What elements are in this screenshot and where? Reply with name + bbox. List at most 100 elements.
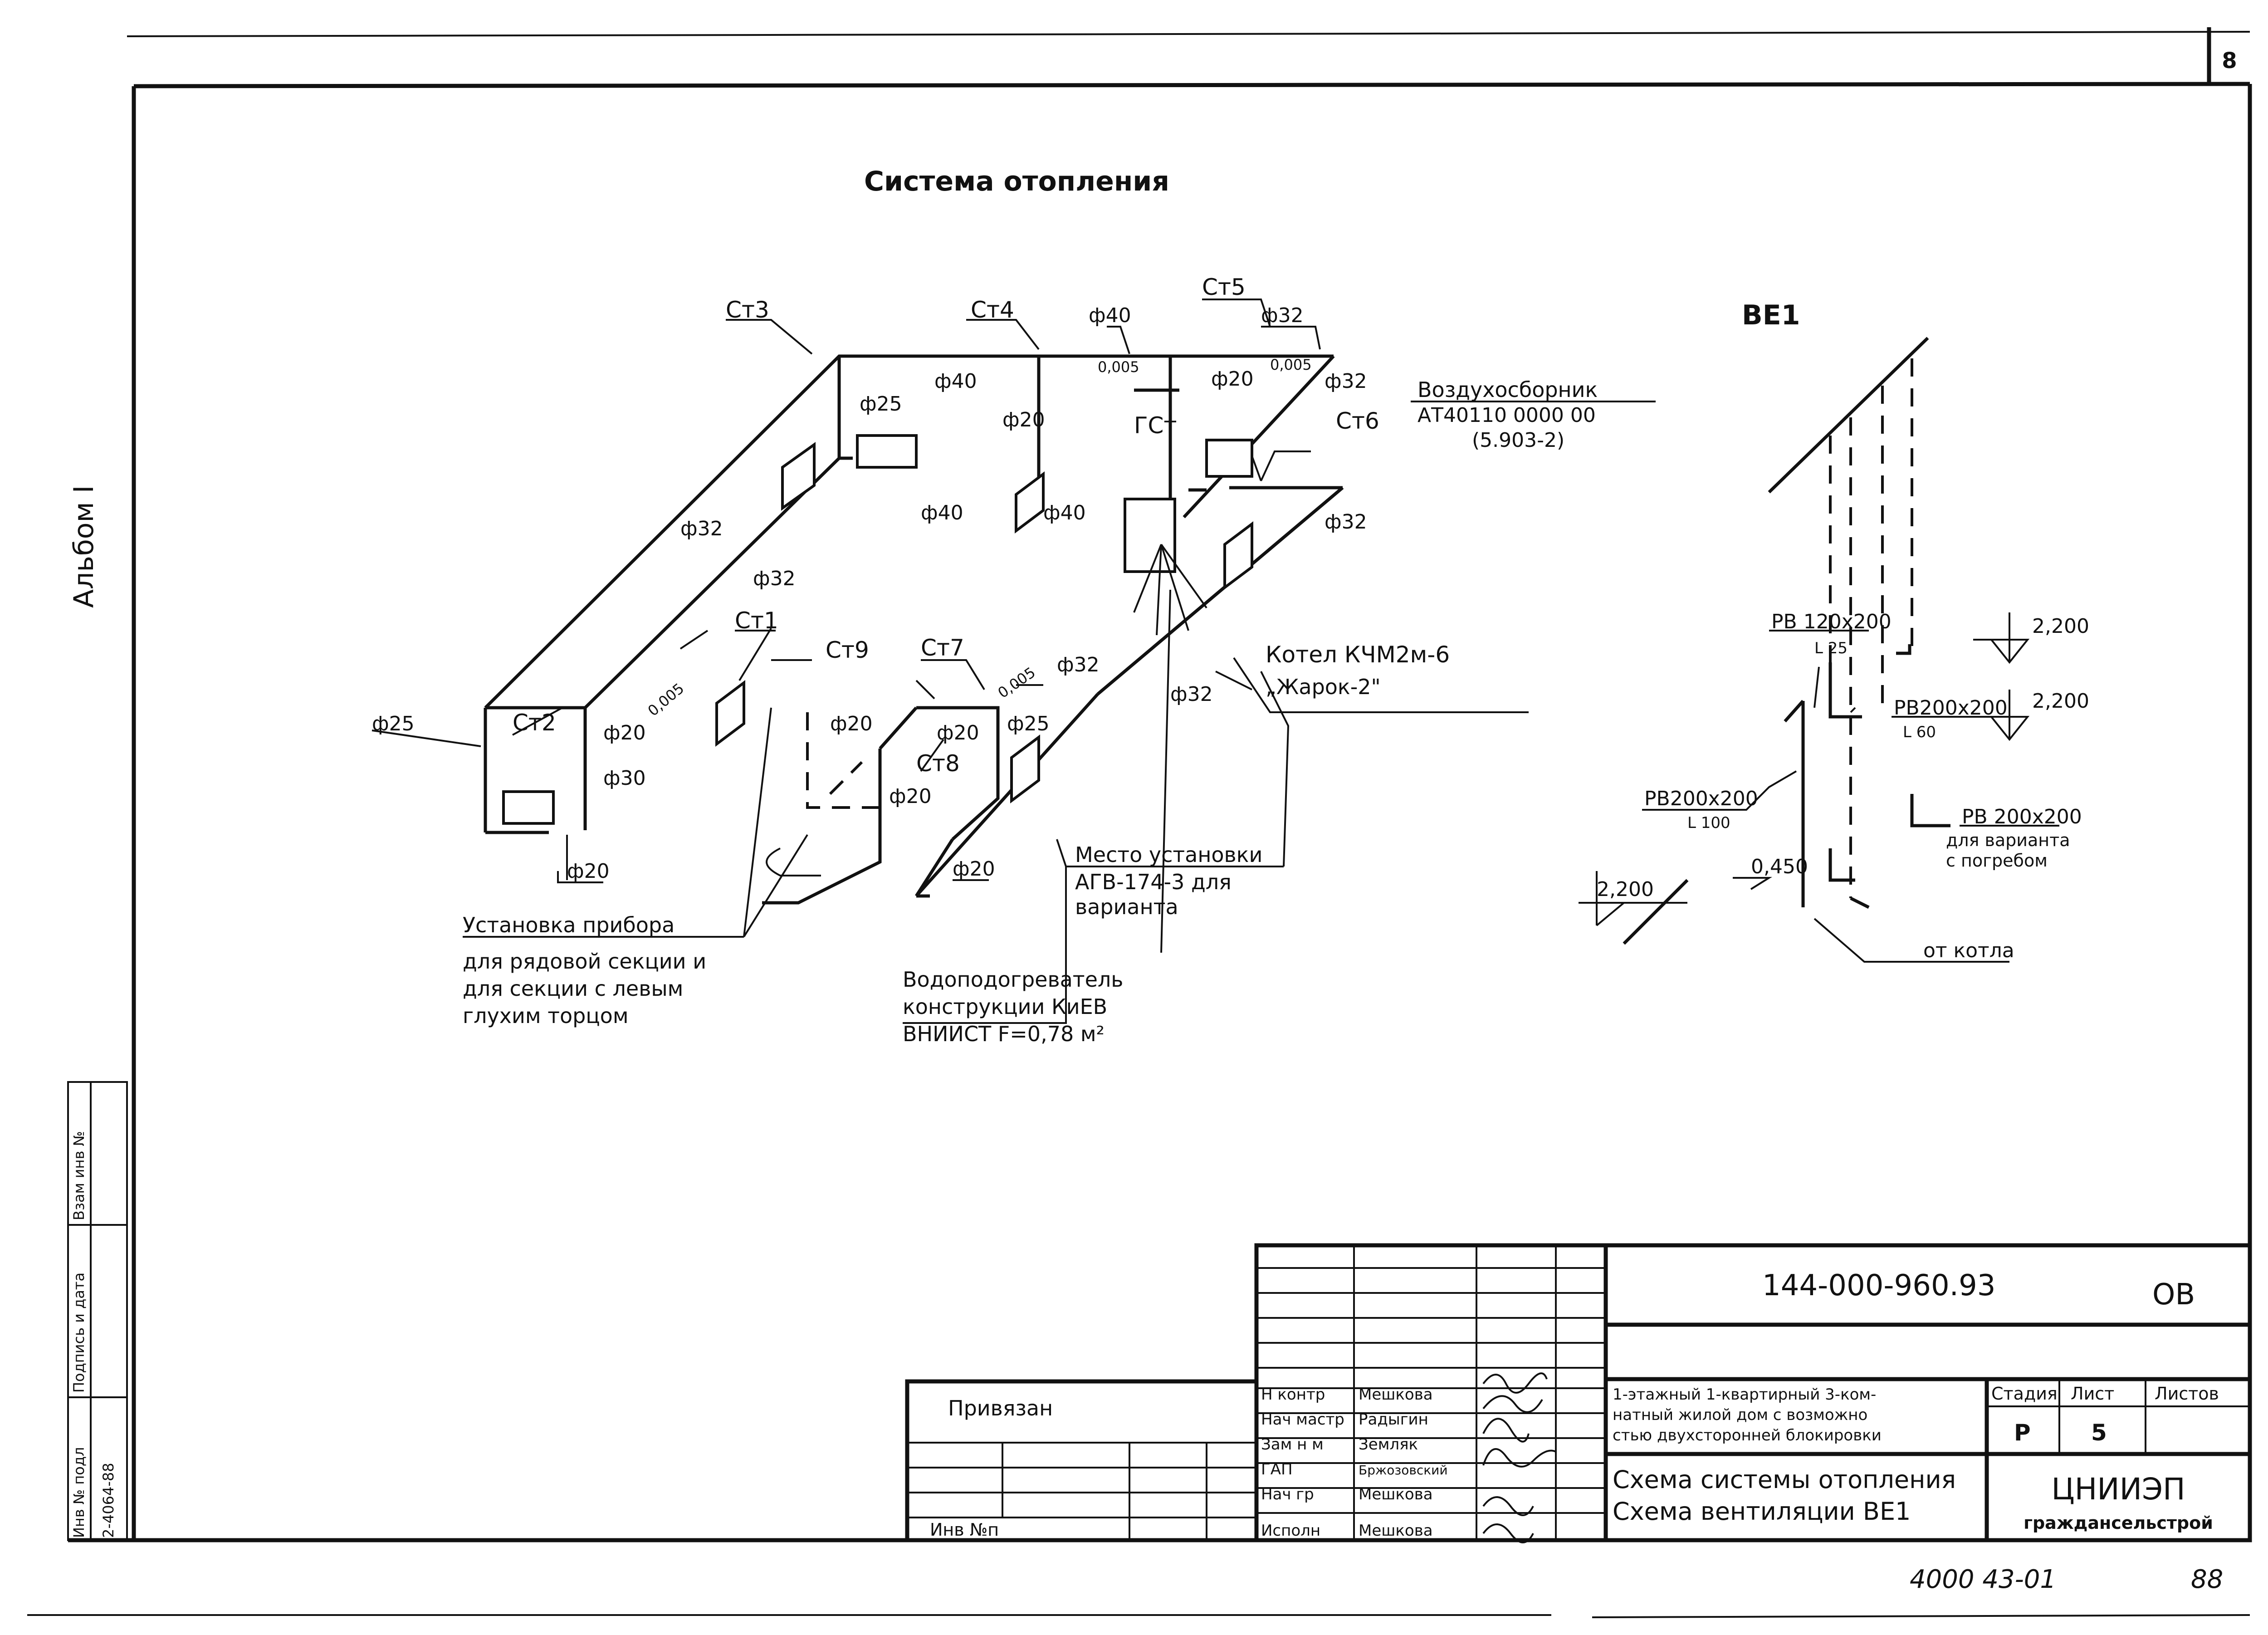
device-label-3: для секции с левым xyxy=(463,976,683,1001)
label-d32-a: ф32 xyxy=(1261,304,1304,327)
margin-replaced: Взам инв № xyxy=(70,1131,88,1220)
vent-rv3-l: L 100 xyxy=(1687,814,1730,832)
label-d32-e: ф32 xyxy=(753,567,796,590)
air-collector-label: Воздухосборник xyxy=(1418,377,1598,402)
air-collector xyxy=(1205,439,1253,478)
role-4: ГАП xyxy=(1261,1460,1293,1478)
label-d20-e: ф20 xyxy=(937,721,979,744)
label-d32-b: ф32 xyxy=(1325,370,1367,393)
vent-rv4-note-2: с погребом xyxy=(1946,851,2048,871)
role-2: Нач мастр xyxy=(1261,1410,1344,1429)
device-label-2: для рядовой секции и xyxy=(463,949,706,974)
vent-rv2-l: L 60 xyxy=(1903,723,1936,741)
vent-rv4: РВ 200х200 xyxy=(1962,805,2082,828)
label-d40-c: ф40 xyxy=(921,501,963,524)
heater-coil xyxy=(766,847,821,876)
label-d20-d: ф20 xyxy=(830,712,873,735)
label-st4: Ст4 xyxy=(971,297,1014,323)
label-d20-b: ф20 xyxy=(1211,367,1254,391)
heating-title: Система отопления xyxy=(864,166,1169,197)
vent-level-1: 2,200 xyxy=(2032,615,2089,638)
label-d30: ф30 xyxy=(603,767,646,790)
label-d20-c: ф20 xyxy=(603,721,646,744)
stage-value: Р xyxy=(2014,1420,2031,1446)
vent-level-4: 0,450 xyxy=(1751,855,1808,878)
heating-labels: Ст3 Ст4 Ст5 Ст6 Ст7 Ст8 Ст9 Ст1 Ст2 ГСт … xyxy=(372,274,1379,883)
vent-rv1: РВ 120х200 xyxy=(1771,610,1892,633)
vent-labels: РВ 120х200 L 25 РВ200х200 L 60 РВ200х200… xyxy=(1597,610,2089,962)
name-5: Мешкова xyxy=(1359,1485,1433,1503)
label-d20-f: ф20 xyxy=(889,785,932,808)
org-name-1: ЦНИИЭП xyxy=(2051,1472,2185,1507)
name-1: Мешкова xyxy=(1359,1385,1433,1404)
agv-label-2: АГВ-174-3 для xyxy=(1075,870,1232,894)
heater-label-3: ВНИИСТ F=0,78 м² xyxy=(903,1022,1105,1046)
label-slope-b: 0,005 xyxy=(1270,356,1312,373)
boiler xyxy=(1124,498,1176,573)
document-code: 144-000-960.93 xyxy=(1762,1269,1995,1302)
radiator-st4 xyxy=(1015,471,1045,534)
sheet-value: 5 xyxy=(2091,1420,2107,1446)
margin-inv-number: Инв № подл xyxy=(70,1447,88,1538)
margin-number: 2-4064-88 xyxy=(100,1463,117,1538)
label-d40-d: ф40 xyxy=(1043,501,1086,524)
vent-rv4-note-1: для варианта xyxy=(1946,830,2070,850)
label-st3: Ст3 xyxy=(726,297,769,323)
label-d40-a: ф40 xyxy=(1089,304,1131,327)
label-d32-f: ф32 xyxy=(1057,653,1100,676)
radiator-left xyxy=(781,442,816,511)
role-1: Н контр xyxy=(1261,1385,1325,1404)
label-slope-d: 0,005 xyxy=(995,664,1039,702)
radiator-right xyxy=(1223,521,1253,590)
title-block xyxy=(905,1243,2252,1543)
label-d25-c: ф25 xyxy=(1007,712,1050,735)
heating-schematic xyxy=(484,354,1344,905)
vent-from-boiler: от котла xyxy=(1923,939,2014,962)
radiator-st3 xyxy=(856,434,918,469)
label-d32-g: ф32 xyxy=(1170,683,1213,706)
vent-rv1-l: L 25 xyxy=(1814,639,1848,657)
radiator-st2 xyxy=(502,790,555,825)
label-gst: ГСт xyxy=(1134,412,1177,439)
label-d20-h: ф20 xyxy=(953,857,995,881)
callouts: Воздухосборник АТ40110 0000 00 (5.903-2)… xyxy=(463,377,1598,1046)
name-6: Мешкова xyxy=(1359,1522,1433,1540)
device-label-1: Установка прибора xyxy=(463,913,675,937)
vent-title: ВЕ1 xyxy=(1742,299,1800,331)
project-desc-2: натный жилой дом с возможно xyxy=(1613,1406,1867,1424)
label-st2: Ст2 xyxy=(513,710,556,736)
heater-label-2: конструкции КиЕВ xyxy=(903,994,1107,1019)
heating-leaders xyxy=(371,299,1656,1024)
heater-label-1: Водоподогреватель xyxy=(903,967,1123,992)
vent-rv2: РВ200х200 xyxy=(1894,696,2008,720)
sheets-header: Листов xyxy=(2155,1384,2219,1404)
org-name-2: граждансельстрой xyxy=(2024,1513,2213,1533)
name-3: Земляк xyxy=(1359,1435,1418,1454)
air-collector-std: (5.903-2) xyxy=(1472,429,1564,452)
label-d25-b: ф25 xyxy=(372,712,415,735)
vent-level-3: 2,200 xyxy=(1597,878,1654,901)
label-st9: Ст9 xyxy=(826,637,869,663)
agv-label-3: варианта xyxy=(1075,895,1178,919)
label-d20-g: ф20 xyxy=(567,860,610,883)
vent-level-2: 2,200 xyxy=(2032,690,2089,713)
title-block-text: 144-000-960.93 ОВ Привязан Инв №п Н конт… xyxy=(930,1269,2219,1540)
role-5: Нач гр xyxy=(1261,1485,1314,1503)
label-slope-c: 0,005 xyxy=(645,680,688,720)
bottom-code: 4000 43-01 xyxy=(1910,1565,2056,1594)
margin-stamp: Инв № подл Подпись и дата Взам инв № 2-4… xyxy=(67,1081,128,1541)
role-6: Исполн xyxy=(1261,1522,1320,1540)
bound-label: Привязан xyxy=(948,1396,1053,1420)
document-mark: ОВ xyxy=(2152,1278,2195,1312)
label-st6: Ст6 xyxy=(1336,408,1379,434)
name-2: Радыгин xyxy=(1359,1410,1428,1429)
margin-signature: Подпись и дата xyxy=(70,1273,88,1393)
bottom-page: 88 xyxy=(2191,1565,2223,1594)
label-d20-a: ф20 xyxy=(1002,408,1045,431)
project-desc-1: 1-этажный 1-квартирный 3-ком- xyxy=(1613,1385,1876,1404)
label-d40-b: ф40 xyxy=(934,370,977,393)
label-d25-a: ф25 xyxy=(860,392,902,416)
name-4: Бржозовский xyxy=(1359,1463,1448,1478)
device-label-4: глухим торцом xyxy=(463,1004,629,1028)
radiator-st1 xyxy=(715,680,745,747)
